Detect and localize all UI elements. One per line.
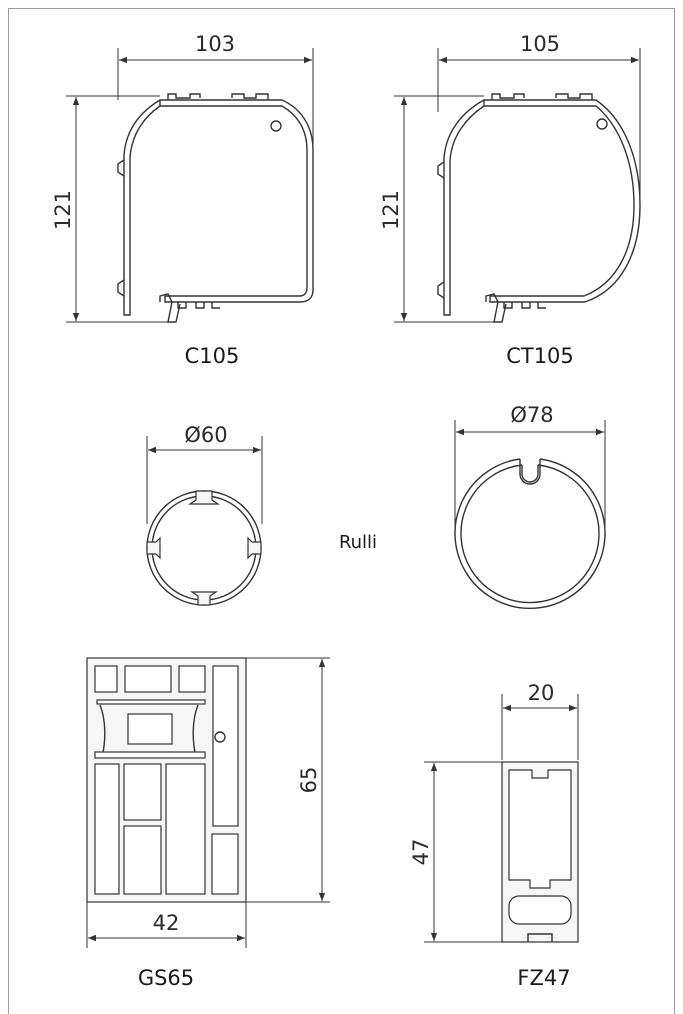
c105-drip [167, 301, 181, 323]
fz47-width-dim: 20 [528, 681, 555, 705]
gs65-center-slot [127, 713, 173, 745]
roller-60-profile: Ø60 [146, 423, 263, 606]
gs65-top-left-channel [94, 665, 118, 693]
ct105-back-wall [443, 99, 485, 316]
roller78-outer [454, 458, 606, 609]
roller60-top-slot [188, 490, 220, 505]
gs65-left-chamber [94, 763, 120, 895]
ct105-caption: CT105 [506, 344, 574, 368]
rollers-label: Rulli [339, 532, 377, 553]
ct105-back-clips [437, 161, 445, 299]
roller60-outer [146, 490, 262, 606]
c105-hook [270, 120, 282, 132]
roller60-inner [151, 495, 257, 601]
roller-78-profile: Ø78 [454, 403, 606, 609]
roller60-left-slot [146, 536, 161, 560]
ct105-drip [493, 301, 507, 323]
ct105-hook [596, 118, 608, 130]
c105-top-slots [167, 93, 269, 100]
gs65-profile: 65 42 GS65 [86, 657, 330, 990]
gs65-bottom-right-chamber [211, 833, 239, 895]
c105-bottom-slots [159, 293, 220, 309]
fz47-lower-chamber [508, 895, 572, 925]
ct105-outer-wall [483, 99, 641, 303]
gs65-shelf [94, 751, 206, 759]
ct105-width-dim: 105 [520, 32, 560, 56]
gs65-screw-port [214, 731, 226, 743]
fz47-bottom-slot [527, 933, 553, 942]
gs65-mid-lower-chamber [123, 825, 162, 895]
gs65-top-right-channel [178, 665, 206, 693]
c105-profile: 103 121 C105 [51, 32, 314, 368]
roller78-notch [519, 459, 541, 485]
fz47-height-dim: 47 [409, 839, 433, 866]
roller78-inner [460, 464, 600, 604]
gs65-width-dim: 42 [153, 911, 180, 935]
drawing-sheet [8, 8, 675, 1014]
roller60-diameter-dim: Ø60 [184, 423, 227, 447]
gs65-height-dim: 65 [297, 767, 321, 794]
gs65-caption: GS65 [138, 966, 194, 990]
fz47-upper-chamber [508, 769, 572, 889]
c105-caption: C105 [185, 344, 240, 368]
fz47-caption: FZ47 [517, 966, 570, 990]
c105-width-dim: 103 [195, 32, 235, 56]
c105-height-dim: 121 [51, 190, 75, 230]
ct105-bottom-slots [485, 293, 546, 309]
roller78-diameter-dim: Ø78 [510, 403, 553, 427]
ct105-top-slots [491, 93, 593, 100]
gs65-right-chamber [165, 763, 206, 895]
fz47-profile: 20 47 FZ47 [409, 681, 579, 990]
c105-back-wall [123, 99, 161, 316]
ct105-profile: 105 121 CT105 [379, 32, 641, 368]
gs65-right-rail [212, 665, 239, 827]
gs65-top-channel [124, 665, 172, 693]
gs65-crossbar [96, 699, 206, 705]
roller60-right-slot [247, 536, 262, 560]
ct105-height-dim: 121 [379, 190, 403, 230]
gs65-mid-upper-chamber [123, 763, 162, 821]
c105-outer-wall [159, 99, 314, 303]
c105-back-clips [117, 159, 125, 297]
roller60-bottom-slot [190, 591, 218, 606]
